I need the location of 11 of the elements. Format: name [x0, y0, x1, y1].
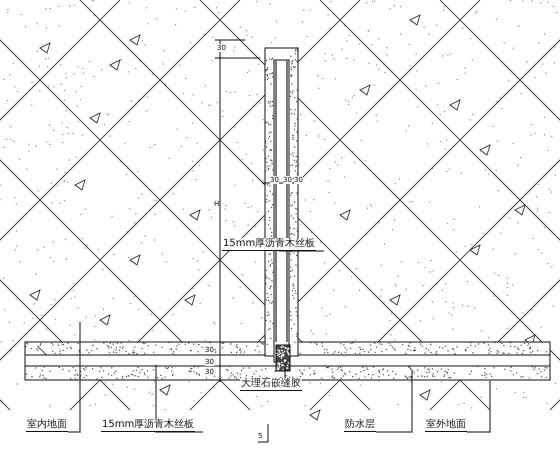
leader-line: [376, 370, 412, 432]
leader-label: 室内地面: [26, 419, 68, 432]
leader-line: [466, 380, 490, 432]
leader-line: [156, 364, 204, 432]
leader-label: 大理石嵌缝胶: [240, 378, 302, 391]
leader-line: [68, 322, 80, 432]
leader-label: 15mm厚沥青木丝板: [101, 419, 196, 432]
leader-label: 防水层: [344, 419, 376, 432]
leader-label: 15mm厚沥青木丝板: [222, 238, 316, 251]
leader-label: 室外地面: [425, 419, 467, 432]
leader-line: [284, 362, 286, 378]
